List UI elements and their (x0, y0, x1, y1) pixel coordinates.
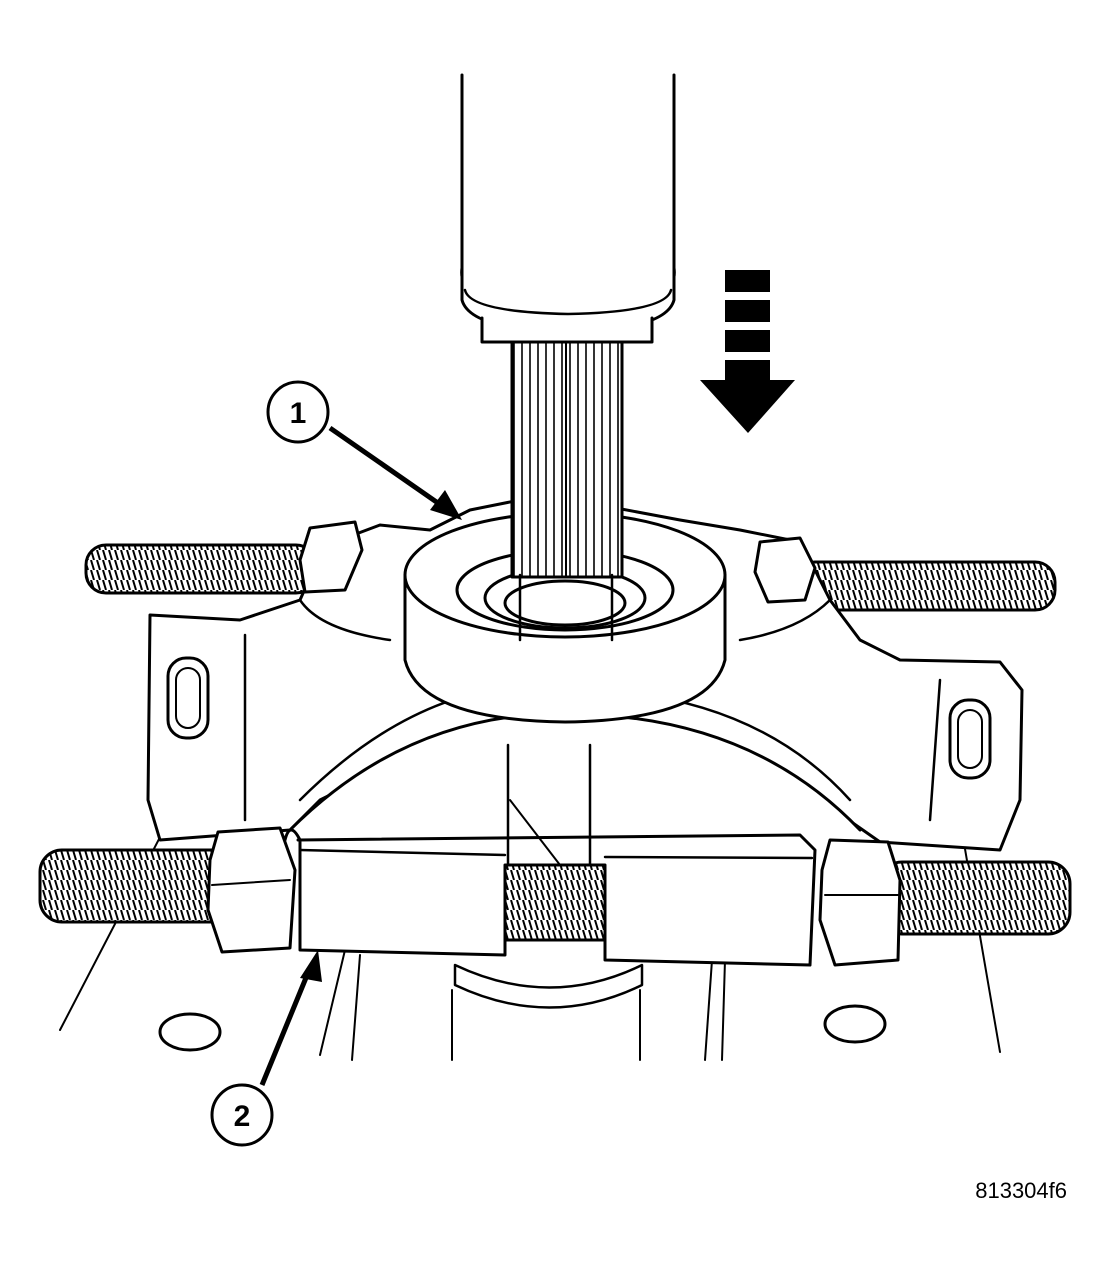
callout-2-circle (210, 1083, 274, 1147)
press-table (59, 759, 1001, 1061)
right-slot (948, 698, 992, 780)
upper-left-nut (298, 520, 364, 594)
lower-right-nut (818, 838, 902, 967)
press-direction-arrow-icon (700, 270, 795, 433)
left-slot (166, 656, 210, 740)
callout-2-label: 2 (234, 1100, 251, 1133)
lower-left-nut (206, 826, 297, 954)
upper-right-nut (753, 536, 817, 604)
callout-1: 1 (266, 380, 462, 520)
splitter-lower-block (283, 743, 817, 967)
lower-threaded-rods (38, 848, 1072, 942)
callout-1-label: 1 (290, 397, 307, 430)
press-ram (460, 73, 676, 344)
upper-threaded-rods (84, 543, 1057, 612)
figure-id: 813304f6 (975, 1178, 1067, 1203)
splined-shaft (510, 340, 624, 642)
callout-1-circle (266, 380, 330, 444)
callout-2: 2 (210, 950, 322, 1147)
